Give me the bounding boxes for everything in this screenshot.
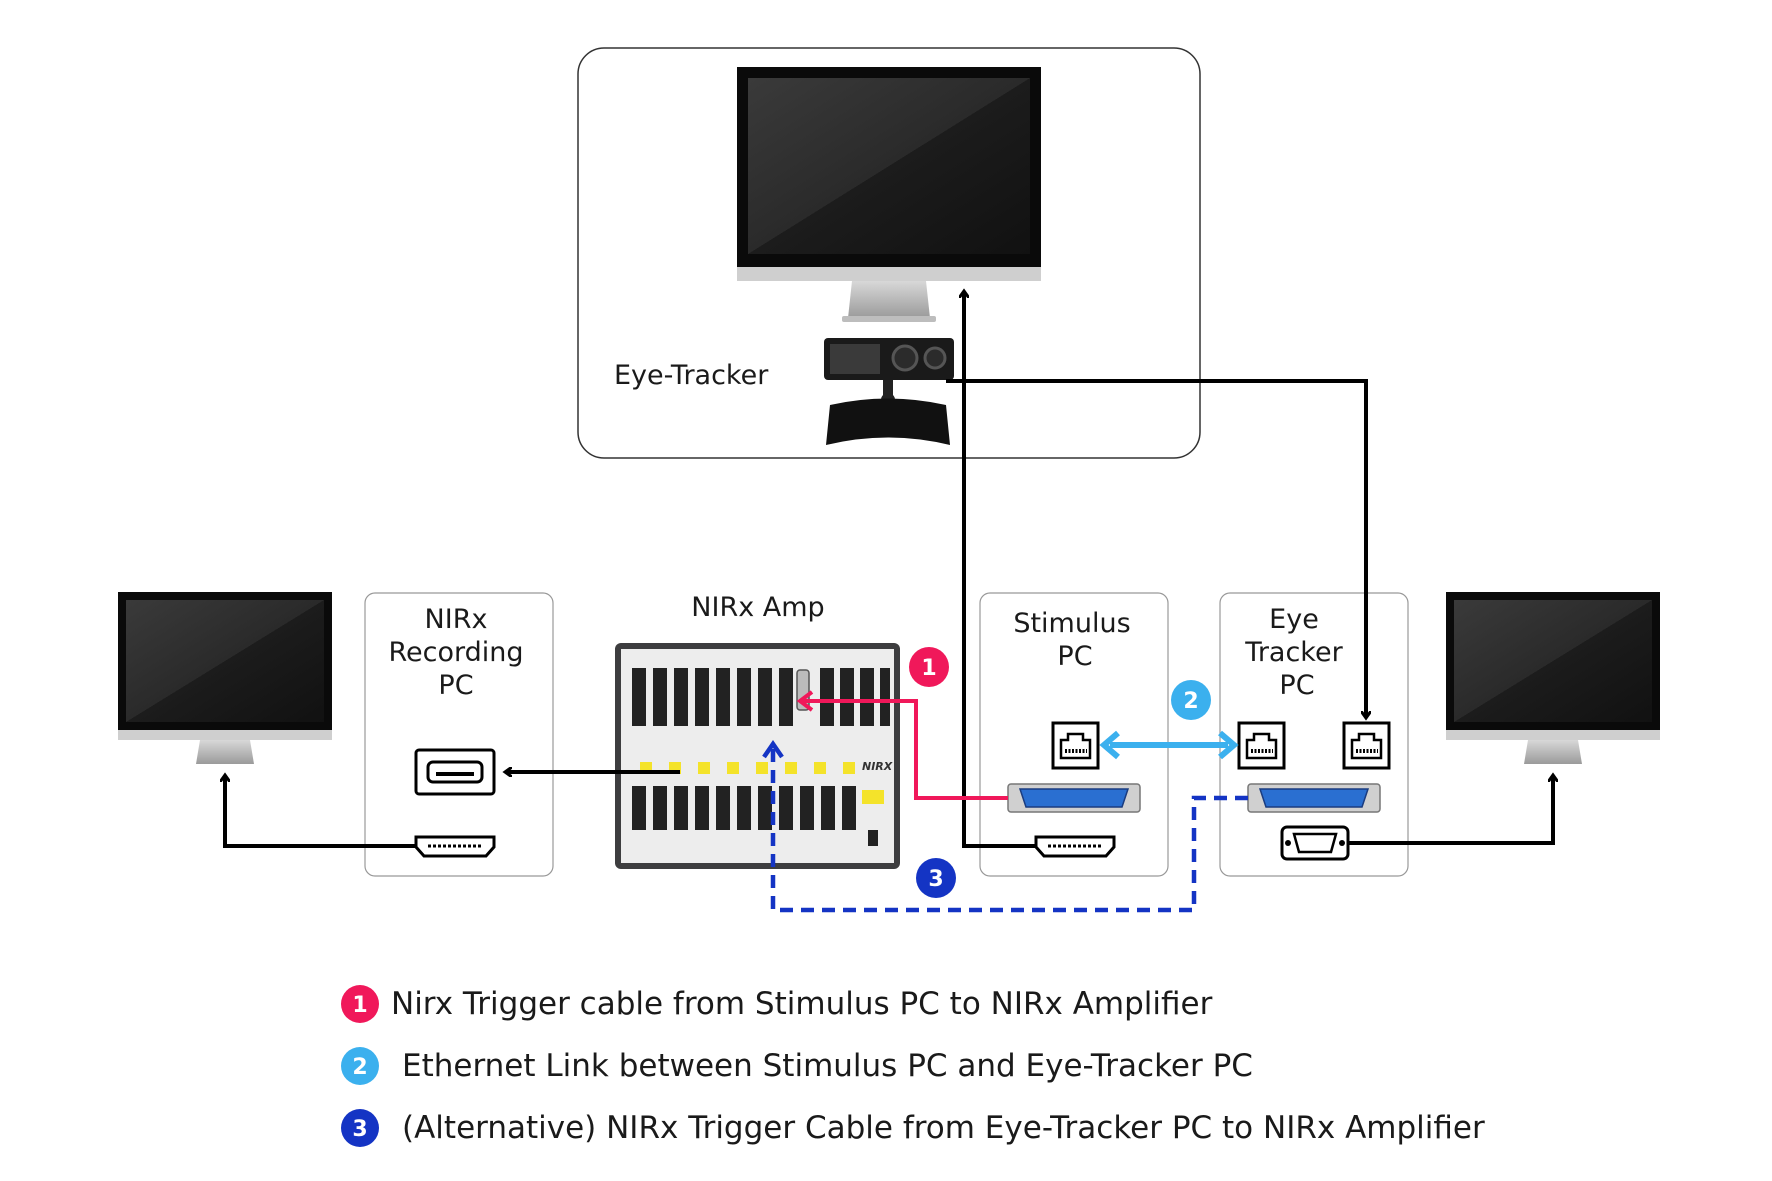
monitor-icon (118, 592, 332, 764)
legend-item-1: 1 Nirx Trigger cable from Stimulus PC to… (341, 985, 1213, 1023)
eye-tracker-pc-label-line3: PC (1279, 670, 1314, 701)
eyetracker-vga-to-monitor-cable (1348, 776, 1553, 845)
legend: 1 Nirx Trigger cable from Stimulus PC to… (341, 985, 1485, 1147)
monitor-icon (1446, 592, 1660, 764)
amp-bottom-slots (632, 786, 856, 830)
badge-1-number: 1 (921, 656, 936, 681)
nirx-amp-label: NIRx Amp (691, 592, 824, 623)
ethernet-link-arrowhead-left (1099, 730, 1120, 760)
legend-item-2: 2 Ethernet Link between Stimulus PC and … (341, 1047, 1253, 1085)
stimulus-hdmi-to-monitor-cable (964, 292, 1036, 848)
alternative-trigger-arrowhead (762, 740, 784, 759)
ethernet-link-arrowhead-right (1218, 730, 1239, 760)
recording-hdmi-to-monitor-cable (225, 776, 416, 848)
eye-tracker-to-pc-cable (946, 379, 1366, 717)
legend-item-1-text: Nirx Trigger cable from Stimulus PC to N… (391, 986, 1213, 1022)
trigger-cable-line (800, 699, 1008, 800)
badge-3-circle (916, 858, 956, 898)
legend-item-3: 3 (Alternative) NIRx Trigger Cable from … (341, 1109, 1485, 1147)
usb-port-icon (414, 748, 496, 796)
hdmi-port-icon (1034, 835, 1116, 858)
recording-pc-label-line1: NIRx (425, 604, 488, 635)
ethernet-port-icon (1051, 721, 1100, 770)
eye-tracker-pc-label-line1: Eye (1269, 604, 1319, 635)
eye-tracker-label: Eye-Tracker (614, 360, 769, 391)
eye-tracker-pc-label-line2: Tracker (1244, 637, 1343, 668)
badge-1-circle (909, 647, 949, 687)
legend-item-2-number: 2 (352, 1055, 367, 1080)
legend-item-2-text: Ethernet Link between Stimulus PC and Ey… (402, 1048, 1253, 1084)
ethernet-port-icon (1237, 721, 1286, 770)
amp-top-slots (632, 668, 890, 726)
stimulus-pc-label-line2: PC (1057, 641, 1092, 672)
badge-1: 1 (909, 647, 949, 687)
badge-3-number: 3 (928, 867, 943, 892)
trigger-cable-arrowhead (796, 690, 814, 712)
badge-3: 3 (916, 858, 956, 898)
badge-2: 2 (1171, 680, 1211, 720)
vga-port-icon (1280, 825, 1350, 861)
stimulus-pc-label-line1: Stimulus (1013, 608, 1130, 639)
legend-item-1-number: 1 (352, 993, 367, 1018)
badge-2-circle (1171, 680, 1211, 720)
ethernet-port-icon (1342, 721, 1391, 770)
parallel-port-icon (1247, 783, 1381, 813)
amp-brand-label: NIRX (862, 760, 893, 773)
legend-item-3-text: (Alternative) NIRx Trigger Cable from Ey… (402, 1110, 1485, 1146)
hdmi-port-icon (414, 835, 496, 858)
recording-pc-label-line2: Recording (388, 637, 523, 668)
eye-tracker-device-icon (824, 338, 954, 445)
alternative-trigger-line (770, 746, 1248, 913)
legend-item-3-number: 3 (352, 1117, 367, 1142)
badge-2-number: 2 (1183, 689, 1198, 714)
recording-pc-label-line3: PC (438, 670, 473, 701)
parallel-port-icon (1007, 783, 1141, 813)
nirx-amp-device: NIRX (615, 643, 900, 869)
monitor-icon (737, 67, 1041, 322)
recording-pc-box (364, 592, 554, 877)
